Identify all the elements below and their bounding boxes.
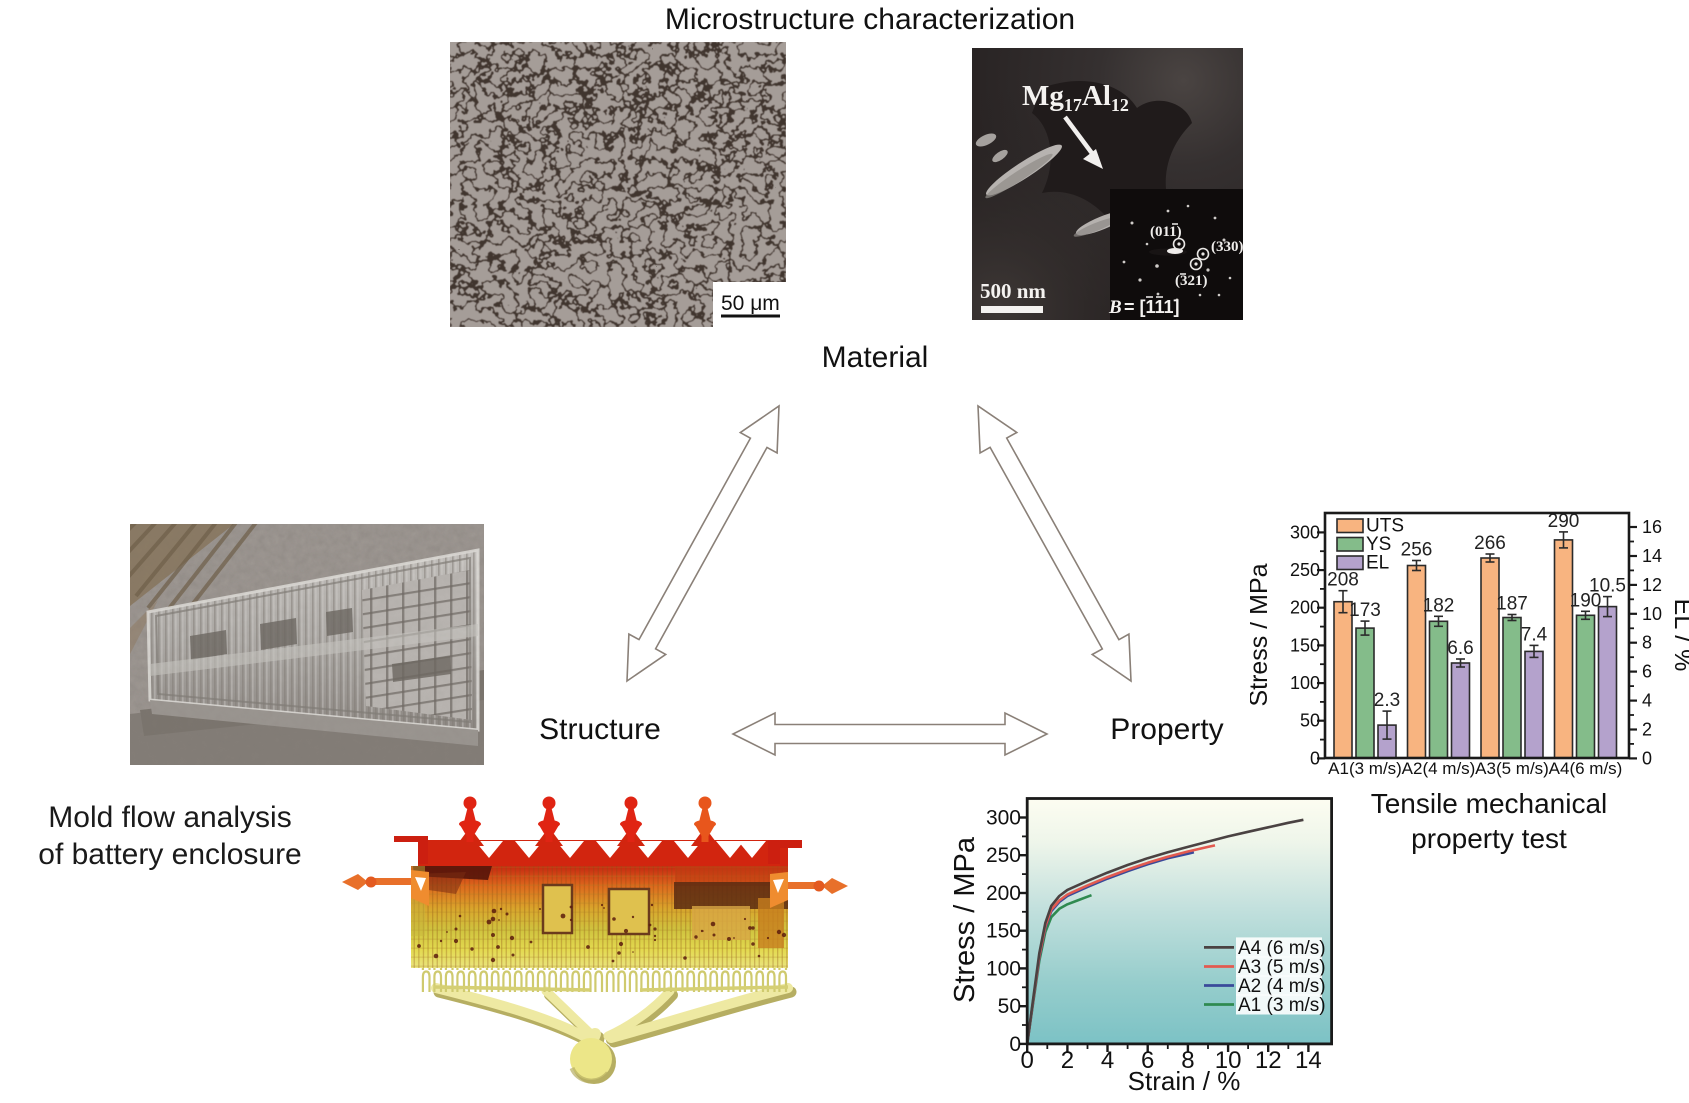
svg-text:182: 182	[1423, 595, 1455, 616]
svg-text:50: 50	[1300, 711, 1320, 731]
svg-text:Tensile mechanical: Tensile mechanical	[1371, 788, 1608, 819]
svg-text:50 μm: 50 μm	[721, 292, 780, 315]
svg-text:7.4: 7.4	[1521, 624, 1548, 645]
svg-text:6: 6	[1642, 662, 1652, 682]
svg-text:200: 200	[986, 882, 1021, 905]
svg-text:187: 187	[1496, 594, 1528, 615]
svg-text:256: 256	[1401, 540, 1433, 561]
svg-text:173: 173	[1349, 600, 1381, 621]
svg-text:Stress / MPa: Stress / MPa	[1250, 563, 1273, 706]
svg-text:266: 266	[1474, 533, 1506, 554]
svg-text:2.3: 2.3	[1374, 690, 1400, 711]
svg-text:A2 (4 m/s): A2 (4 m/s)	[1238, 976, 1326, 997]
svg-text:2: 2	[1061, 1047, 1074, 1074]
svg-text:12: 12	[1642, 575, 1662, 595]
svg-text:10: 10	[1642, 604, 1662, 624]
svg-text:150: 150	[986, 920, 1021, 943]
svg-text:150: 150	[1290, 635, 1320, 655]
svg-text:0: 0	[1642, 748, 1652, 768]
svg-text:208: 208	[1327, 570, 1359, 591]
svg-text:190: 190	[1570, 590, 1602, 611]
svg-text:0: 0	[1021, 1047, 1034, 1074]
svg-text:500 nm: 500 nm	[980, 279, 1046, 303]
svg-text:Stress / MPa: Stress / MPa	[949, 836, 981, 1003]
svg-text:50: 50	[998, 995, 1021, 1018]
svg-text:14: 14	[1642, 546, 1662, 566]
svg-text:14: 14	[1295, 1047, 1322, 1074]
svg-text:A3 (5 m/s): A3 (5 m/s)	[1238, 957, 1326, 978]
svg-text:EL / %: EL / %	[1669, 599, 1689, 672]
svg-text:8: 8	[1642, 633, 1652, 653]
svg-text:16: 16	[1642, 517, 1662, 537]
svg-text:UTS: UTS	[1366, 516, 1404, 537]
svg-text:(011): (011)	[1150, 224, 1182, 240]
svg-text:B: B	[1108, 297, 1122, 318]
svg-text:6.6: 6.6	[1447, 638, 1473, 659]
svg-text:8: 8	[1181, 1047, 1194, 1074]
svg-text:(330): (330)	[1211, 239, 1243, 255]
svg-text:10.5: 10.5	[1589, 576, 1626, 597]
svg-text:property test: property test	[1411, 823, 1567, 854]
svg-text:250: 250	[1290, 560, 1320, 580]
svg-text:12: 12	[1255, 1047, 1282, 1074]
svg-text:100: 100	[986, 957, 1021, 980]
svg-text:300: 300	[1290, 522, 1320, 542]
svg-text:A1(3 m/s): A1(3 m/s)	[1328, 759, 1402, 778]
svg-text:= [111]: = [111]	[1124, 297, 1180, 317]
svg-text:A2(4 m/s): A2(4 m/s)	[1402, 759, 1476, 778]
svg-text:EL: EL	[1366, 553, 1389, 574]
svg-text:250: 250	[986, 844, 1021, 867]
svg-text:A3(5 m/s): A3(5 m/s)	[1475, 759, 1549, 778]
svg-text:Strain / %: Strain / %	[1128, 1066, 1241, 1096]
svg-text:4: 4	[1101, 1047, 1114, 1074]
svg-text:0: 0	[1310, 748, 1320, 768]
svg-text:10: 10	[1215, 1047, 1242, 1074]
svg-text:A4(6 m/s): A4(6 m/s)	[1549, 759, 1623, 778]
svg-text:A4 (6 m/s): A4 (6 m/s)	[1238, 938, 1326, 959]
svg-text:6: 6	[1141, 1047, 1154, 1074]
svg-text:A1 (3 m/s): A1 (3 m/s)	[1238, 995, 1326, 1016]
svg-text:100: 100	[1290, 673, 1320, 693]
svg-text:290: 290	[1548, 511, 1580, 532]
svg-text:300: 300	[986, 807, 1021, 830]
svg-text:2: 2	[1642, 720, 1652, 740]
svg-text:(321): (321)	[1175, 273, 1208, 289]
svg-text:200: 200	[1290, 598, 1320, 618]
svg-text:4: 4	[1642, 691, 1652, 711]
svg-text:0: 0	[1009, 1033, 1021, 1056]
svg-text:YS: YS	[1366, 534, 1391, 555]
